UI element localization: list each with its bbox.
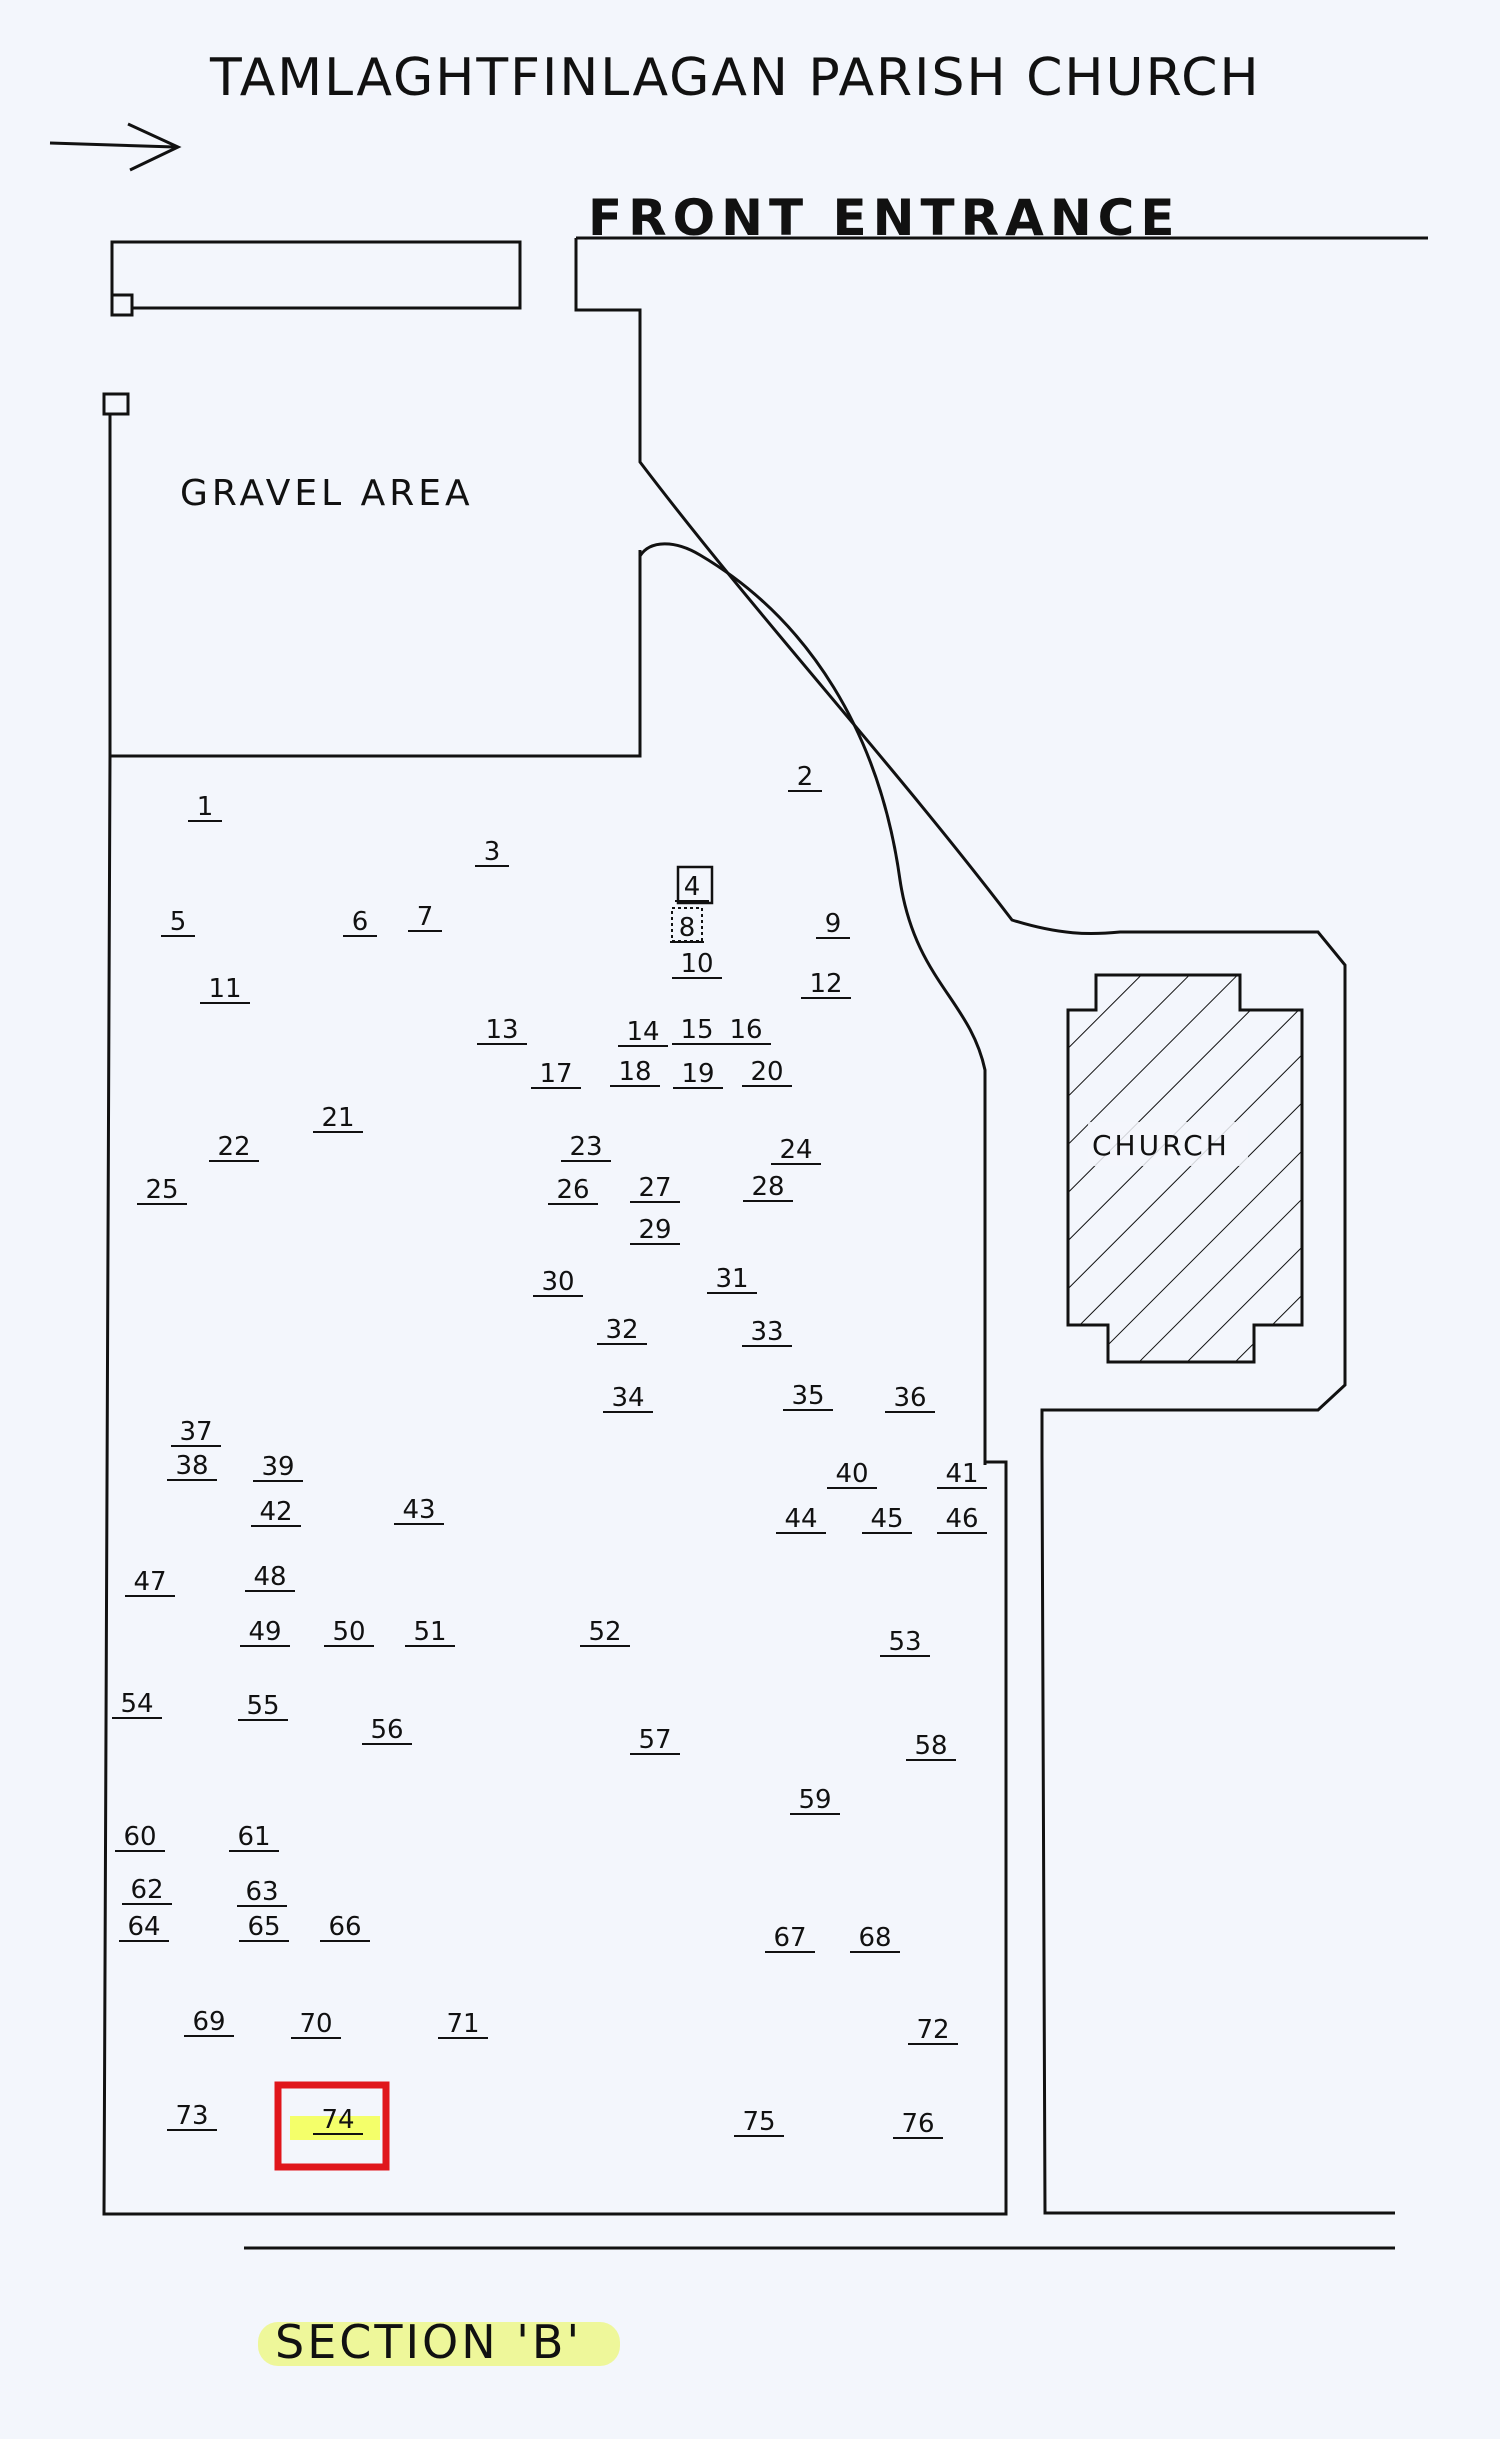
- plot-label-19: 19: [681, 1059, 714, 1089]
- post-marker: [102, 392, 130, 416]
- plot-label-15: 15: [680, 1015, 713, 1045]
- plot-label-67: 67: [773, 1923, 806, 1953]
- plot-label-17: 17: [539, 1059, 572, 1089]
- plot-label-34: 34: [611, 1383, 644, 1413]
- plot-label-48: 48: [253, 1562, 286, 1592]
- plot-label-39: 39: [261, 1452, 294, 1482]
- plot-label-23: 23: [569, 1132, 602, 1162]
- plot-label-31: 31: [715, 1264, 748, 1294]
- plot-label-75: 75: [742, 2107, 775, 2137]
- church-label: CHURCH: [1092, 1129, 1230, 1162]
- plot-label-52: 52: [588, 1617, 621, 1647]
- plot-label-47: 47: [133, 1567, 166, 1597]
- plot-label-43: 43: [402, 1495, 435, 1525]
- plot-label-44: 44: [784, 1504, 817, 1534]
- plot-label-6: 6: [352, 907, 369, 937]
- plot-label-57: 57: [638, 1725, 671, 1755]
- plot-label-22: 22: [217, 1132, 250, 1162]
- arrow-icon: [49, 122, 182, 172]
- plot-label-73: 73: [175, 2101, 208, 2131]
- plot-label-18: 18: [618, 1057, 651, 1087]
- plot-label-58: 58: [914, 1731, 947, 1761]
- plot-label-20: 20: [750, 1057, 783, 1087]
- plot-label-61: 61: [237, 1822, 270, 1852]
- plot-label-38: 38: [175, 1451, 208, 1481]
- plot-label-36: 36: [893, 1383, 926, 1413]
- plot-label-64: 64: [127, 1912, 160, 1942]
- plot-label-68: 68: [858, 1923, 891, 1953]
- section-marker: [258, 2322, 620, 2366]
- map-title: TAMLAGHTFINLAGAN PARISH CHURCH: [209, 48, 1261, 108]
- plot-label-35: 35: [791, 1381, 824, 1411]
- plot-label-53: 53: [888, 1627, 921, 1657]
- plot-label-46: 46: [945, 1504, 978, 1534]
- plot-label-28: 28: [751, 1172, 784, 1202]
- plot-label-10: 10: [680, 949, 713, 979]
- plot-label-30: 30: [541, 1267, 574, 1297]
- boundary-bar: [110, 240, 522, 310]
- plot-label-51: 51: [413, 1617, 446, 1647]
- plot-label-56: 56: [370, 1715, 403, 1745]
- plot-label-72: 72: [916, 2015, 949, 2045]
- plot-label-25: 25: [145, 1175, 178, 1205]
- plot-label-62: 62: [130, 1875, 163, 1905]
- plot-label-59: 59: [798, 1785, 831, 1815]
- plot-label-71: 71: [446, 2009, 479, 2039]
- plot-label-40: 40: [835, 1459, 868, 1489]
- plot-label-66: 66: [328, 1912, 361, 1942]
- plot-label-26: 26: [556, 1175, 589, 1205]
- plot-label-69: 69: [192, 2007, 225, 2037]
- plot-label-12: 12: [809, 969, 842, 999]
- adjacent-boundary: [1040, 1455, 1395, 2215]
- plot-label-27: 27: [638, 1173, 671, 1203]
- plot-label-76: 76: [901, 2109, 934, 2139]
- section-label: SECTION 'B': [275, 2315, 582, 2369]
- plot-label-14: 14: [626, 1017, 659, 1047]
- plot-label-32: 32: [605, 1315, 638, 1345]
- plot-label-54: 54: [120, 1689, 153, 1719]
- plot-label-13: 13: [485, 1015, 518, 1045]
- plot-label-65: 65: [247, 1912, 280, 1942]
- plot-label-8: 8: [679, 913, 696, 943]
- plot-label-70: 70: [299, 2009, 332, 2039]
- gravel-area-outline: [108, 415, 642, 758]
- gravel-area-label: GRAVEL AREA: [180, 473, 474, 514]
- section-boundary: [102, 755, 1008, 2216]
- plot-label-49: 49: [248, 1617, 281, 1647]
- plot-label-50: 50: [332, 1617, 365, 1647]
- plot-label-16: 16: [729, 1015, 762, 1045]
- plot-label-29: 29: [638, 1215, 671, 1245]
- plot-label-2: 2: [797, 762, 814, 792]
- plot-label-11: 11: [208, 974, 241, 1004]
- plot-label-21: 21: [321, 1103, 354, 1133]
- path-outline: [638, 542, 987, 1465]
- plot-label-74: 74: [321, 2105, 354, 2135]
- plot-label-7: 7: [417, 902, 434, 932]
- plot-label-41: 41: [945, 1459, 978, 1489]
- post-marker: [110, 293, 134, 317]
- church-building: [1066, 973, 1304, 1364]
- path-outline: [574, 238, 1347, 1456]
- highlight-marker: [290, 2116, 380, 2140]
- plot-label-55: 55: [246, 1691, 279, 1721]
- plot-label-3: 3: [484, 837, 501, 867]
- plot-4-box: [676, 865, 714, 905]
- plot-label-42: 42: [259, 1497, 292, 1527]
- plot-label-9: 9: [825, 909, 842, 939]
- plot-label-1: 1: [197, 792, 214, 822]
- church-label-backdrop: [1088, 1122, 1248, 1166]
- plot-label-24: 24: [779, 1135, 812, 1165]
- plot-label-63: 63: [245, 1877, 278, 1907]
- plot-label-37: 37: [179, 1417, 212, 1447]
- plot-label-60: 60: [123, 1822, 156, 1852]
- plot-label-5: 5: [170, 907, 187, 937]
- plot-label-33: 33: [750, 1317, 783, 1347]
- plot-label-4: 4: [684, 872, 701, 902]
- highlight-box: [274, 2081, 390, 2171]
- plot-label-45: 45: [870, 1504, 903, 1534]
